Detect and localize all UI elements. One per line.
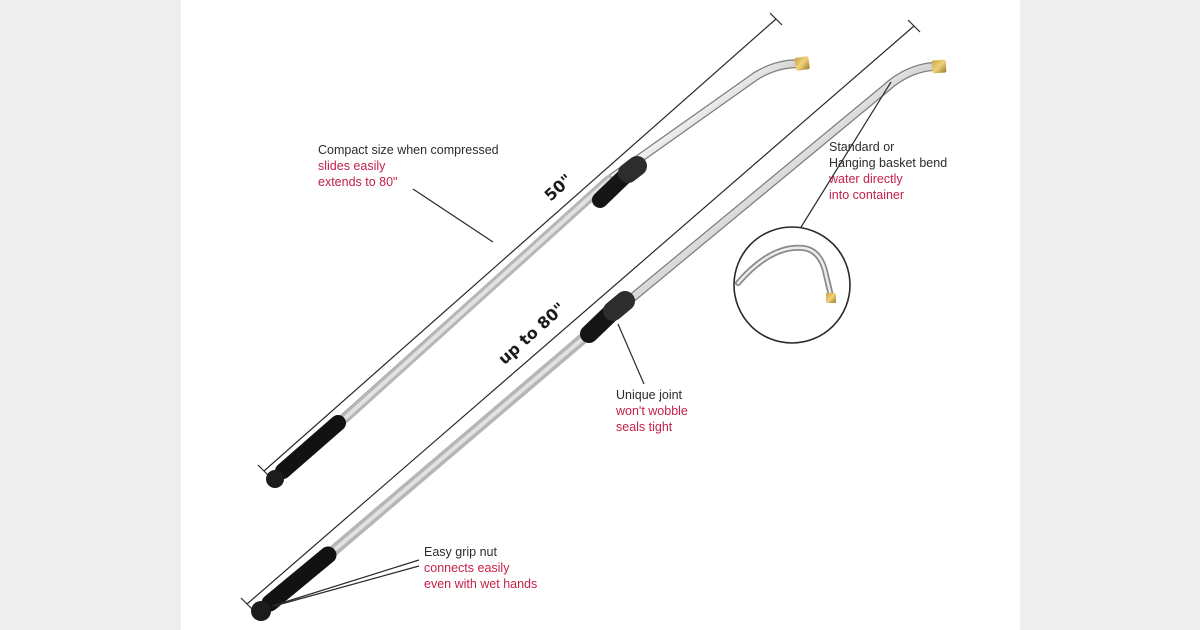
leader-lines <box>271 81 892 607</box>
watering-wand-illustration <box>240 12 947 621</box>
grip-compact <box>266 415 346 488</box>
dimension-line-80 <box>240 19 921 611</box>
callout-grip-line-1: connects easily <box>424 561 510 575</box>
product-image-panel: 50" up to 80" Compact size when compress… <box>181 0 1020 630</box>
callout-joint-line-1: won't wobble <box>616 404 688 418</box>
joint-compact <box>592 156 647 208</box>
callout-bend-heading-1: Standard or <box>829 140 895 154</box>
callout-bend-heading-2: Hanging basket bend <box>829 156 948 170</box>
callout-compact-line-2: extends to 80" <box>318 175 398 189</box>
callout-bend-line-2: into container <box>829 188 905 202</box>
callout-joint: Unique joint won't wobble seals tight <box>616 387 688 435</box>
callout-bend: Standard or Hanging basket bend water di… <box>829 139 947 203</box>
callout-compact-heading: Compact size when compressed <box>318 143 499 157</box>
callout-grip: Easy grip nut connects easily even with … <box>424 544 537 592</box>
wand-compact <box>266 56 810 488</box>
callout-grip-heading: Easy grip nut <box>424 545 497 559</box>
callout-joint-heading: Unique joint <box>616 388 683 402</box>
wand-extended <box>251 59 947 621</box>
bend-detail-inset <box>733 226 851 344</box>
callout-compact-line-1: slides easily <box>318 159 386 173</box>
leader-grip <box>271 559 420 607</box>
joint-extended <box>580 291 635 343</box>
callout-bend-line-1: water directly <box>829 172 903 186</box>
dimension-line-50 <box>257 12 783 478</box>
leader-compact <box>412 188 494 243</box>
callout-compact-size: Compact size when compressed slides easi… <box>318 142 499 190</box>
callout-grip-line-2: even with wet hands <box>424 577 538 591</box>
callout-joint-line-2: seals tight <box>616 420 673 434</box>
leader-grip-b <box>273 565 420 607</box>
grip-extended <box>251 546 337 621</box>
leader-bend <box>797 81 892 233</box>
leader-joint <box>617 323 645 385</box>
